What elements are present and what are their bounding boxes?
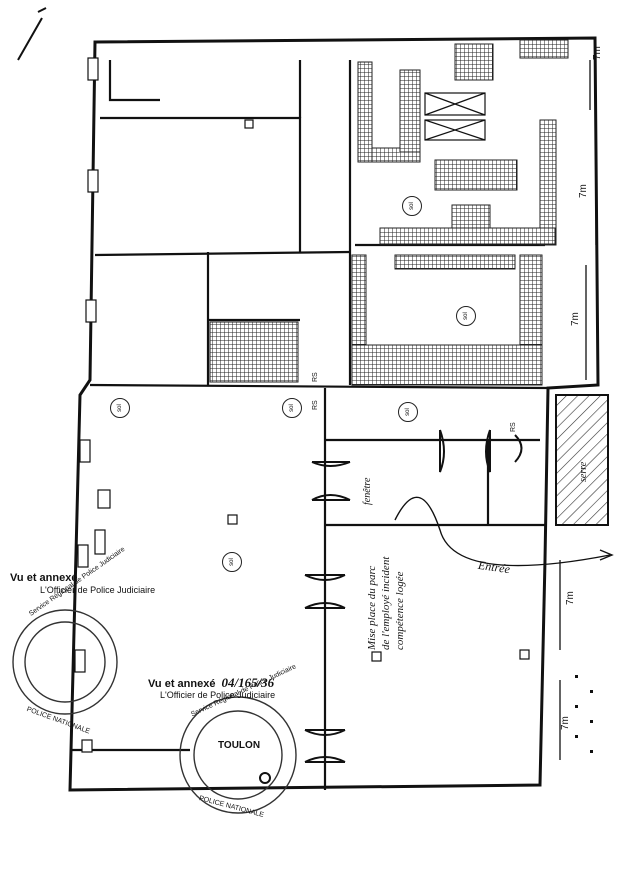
hatched-counters <box>209 39 569 386</box>
room-badge: sol <box>282 398 302 418</box>
dimension-label: 7m <box>592 46 603 60</box>
seal-left <box>12 609 118 715</box>
handwritten-note: Mise place du parc de l'employé incident… <box>365 480 407 650</box>
note-line: compétence logée <box>394 571 406 650</box>
marker-label: RS <box>312 372 319 382</box>
dimension-label: 7m <box>578 184 589 198</box>
room-badge: sol <box>110 398 130 418</box>
inner-walls <box>72 60 549 790</box>
window-marks <box>74 57 99 673</box>
stamp-vu-1: Vu et annexé <box>10 572 78 584</box>
square-markers <box>81 119 530 753</box>
stamp-vu-2-text: Vu et annexé <box>148 678 216 690</box>
room-badge: sol <box>402 196 422 216</box>
seal-dot <box>259 772 271 784</box>
tick-marks <box>575 675 593 753</box>
room-badge: sol <box>222 552 242 572</box>
serre-label: serre <box>578 461 589 482</box>
note-line: de l'employé incident <box>380 556 392 650</box>
dimension-label: 7m <box>560 716 571 730</box>
dimension-lines <box>559 60 597 760</box>
officer-label-2: L'Officier de Police Judiciaire <box>160 690 276 700</box>
crossed-boxes <box>424 92 486 141</box>
dimension-label: 7m <box>565 591 576 605</box>
seal-right <box>179 696 297 814</box>
entry-arrow <box>394 496 614 567</box>
dimension-label: 7m <box>570 312 581 326</box>
marker-label: RS <box>510 422 517 432</box>
seal-city: TOULON <box>218 740 261 751</box>
stamp-vu-2: Vu et annexé 04/165/36 <box>148 675 274 691</box>
room-badge: sol <box>398 402 418 422</box>
corner-mark <box>17 7 47 61</box>
serre-area <box>555 394 609 526</box>
door-swings <box>304 429 523 763</box>
marker-label: RS <box>312 400 319 410</box>
room-badge: sol <box>456 306 476 326</box>
reference-number: 04/165/36 <box>221 675 275 690</box>
officer-label-1: L'Officier de Police Judiciaire <box>40 585 156 595</box>
note-line: Mise place du parc <box>366 565 378 650</box>
